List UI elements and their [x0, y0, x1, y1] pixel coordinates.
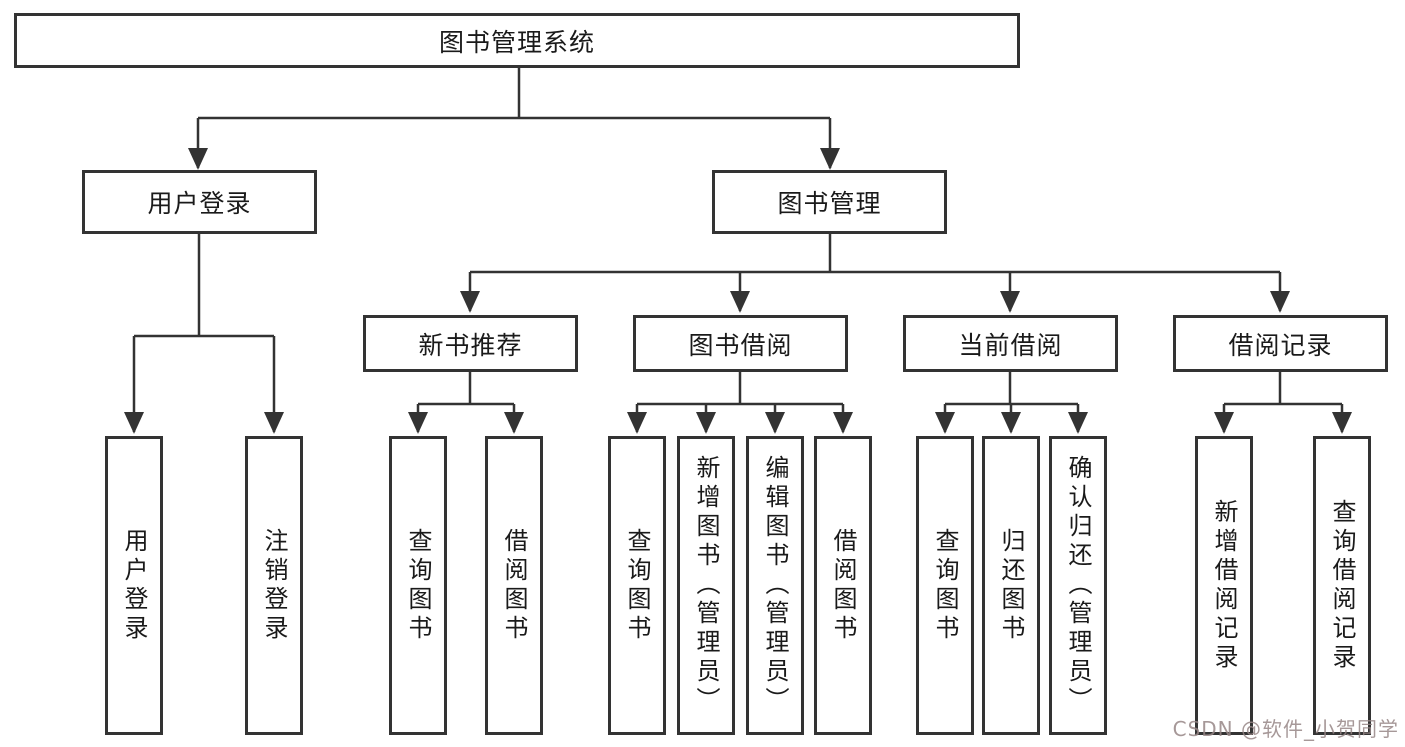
- leaf-label: 确认归还（管理员）: [1064, 455, 1092, 716]
- node-book-management: 图书管理: [712, 170, 947, 234]
- leaf-label: 新增借阅记录: [1210, 498, 1238, 673]
- leaf-query-books-recommend: 查询图书: [389, 436, 447, 735]
- node-label: 借阅记录: [1228, 330, 1333, 360]
- node-current-borrow: 当前借阅: [903, 315, 1118, 372]
- leaf-add-books-admin: 新增图书（管理员）: [677, 436, 735, 735]
- leaf-label: 借阅图书: [829, 527, 857, 644]
- wire-book-borrow-children: [627, 372, 853, 434]
- node-book-borrow: 图书借阅: [633, 315, 848, 372]
- node-user-login: 用户登录: [82, 170, 317, 234]
- leaf-query-books-borrow: 查询图书: [608, 436, 666, 735]
- leaf-edit-books-admin: 编辑图书（管理员）: [746, 436, 804, 735]
- leaf-add-borrow-record: 新增借阅记录: [1195, 436, 1253, 735]
- wire-root-to-level2: [188, 68, 840, 170]
- leaf-label: 查询借阅记录: [1328, 498, 1356, 673]
- node-new-book-recommend: 新书推荐: [363, 315, 578, 372]
- wire-user-login-children: [124, 234, 284, 434]
- leaf-label: 用户登录: [120, 527, 148, 644]
- leaf-query-borrow-record: 查询借阅记录: [1313, 436, 1371, 735]
- node-borrow-records: 借阅记录: [1173, 315, 1388, 372]
- leaf-label: 编辑图书（管理员）: [761, 455, 789, 716]
- csdn-watermark: CSDN @软件_小贺同学: [1172, 717, 1399, 741]
- leaf-user-login: 用户登录: [105, 436, 163, 735]
- node-label: 图书借阅: [688, 330, 793, 360]
- leaf-logout: 注销登录: [245, 436, 303, 735]
- leaf-label: 借阅图书: [500, 527, 528, 644]
- wire-new-book-recommend-children: [408, 372, 524, 434]
- leaf-label: 注销登录: [260, 527, 288, 644]
- leaf-borrow-books-recommend: 借阅图书: [485, 436, 543, 735]
- node-label: 当前借阅: [958, 330, 1063, 360]
- node-label: 新书推荐: [418, 330, 523, 360]
- leaf-label: 新增图书（管理员）: [692, 455, 720, 716]
- leaf-label: 查询图书: [404, 527, 432, 644]
- node-label: 图书管理系统: [438, 27, 595, 57]
- node-label: 图书管理: [777, 189, 882, 218]
- node-label: 用户登录: [147, 189, 252, 218]
- leaf-confirm-return-admin: 确认归还（管理员）: [1049, 436, 1107, 735]
- leaf-label: 查询图书: [931, 527, 959, 644]
- leaf-return-books: 归还图书: [982, 436, 1040, 735]
- wire-book-management-children: [460, 234, 1290, 313]
- leaf-query-books-current: 查询图书: [916, 436, 974, 735]
- wire-borrow-records-children: [1214, 372, 1352, 434]
- leaf-label: 查询图书: [623, 527, 651, 644]
- wire-current-borrow-children: [935, 372, 1088, 434]
- node-library-management-system: 图书管理系统: [14, 13, 1020, 68]
- leaf-label: 归还图书: [997, 527, 1025, 644]
- leaf-borrow-books: 借阅图书: [814, 436, 872, 735]
